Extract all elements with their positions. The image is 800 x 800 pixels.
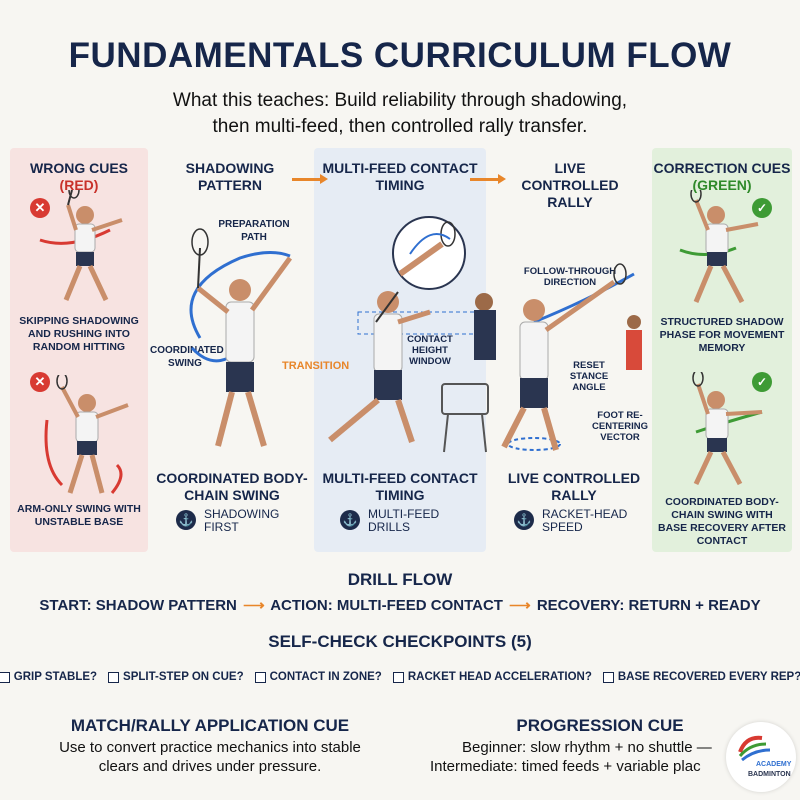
shadowing-header: SHADOWING PATTERN <box>185 160 275 193</box>
live-rally-anchor-label: RACKET-HEAD SPEED <box>542 507 628 534</box>
correct-player-figure-1 <box>679 190 759 304</box>
flow-arrow-1-icon <box>292 174 328 184</box>
correct-caption-1: STRUCTURED SHADOW PHASE FOR MOVEMENT MEM… <box>659 316 785 354</box>
live-rally-anchor-icon: ⚓ <box>514 510 534 530</box>
subtitle-line-2: then multi-feed, then controlled rally t… <box>212 116 588 137</box>
multi-feed-header: MULTI-FEED CONTACT TIMING <box>322 160 478 193</box>
wrong-player-figure-2 <box>44 375 129 494</box>
correction-cues-color-label: (GREEN) <box>692 177 752 193</box>
application-heading: MATCH/RALLY APPLICATION CUE <box>70 716 350 735</box>
checkbox-icon[interactable] <box>602 671 614 683</box>
checkpoint-label: SPLIT-STEP ON CUE? <box>123 671 244 683</box>
multi-feed-anchor-icon: ⚓ <box>340 510 360 530</box>
subtitle-line-1: What this teaches: Build reliability thr… <box>172 90 628 111</box>
checkbox-icon[interactable] <box>392 671 404 683</box>
checkpoint-item[interactable]: CONTACT IN ZONE? <box>254 671 382 683</box>
application-line-2: clears and drives under pressure. <box>98 758 322 775</box>
progression-heading: PROGRESSION CUE <box>516 716 684 735</box>
application-line-1: Use to convert practice mechanics into s… <box>59 739 361 756</box>
wrong-player-figure-1 <box>39 190 123 302</box>
checkpoint-item[interactable]: RACKET HEAD ACCELERATION? <box>392 671 592 683</box>
checkpoint-item[interactable]: SPLIT-STEP ON CUE? <box>108 671 244 683</box>
wrong-caption-1: SKIPPING SHADOWING AND RUSHING INTO RAND… <box>19 315 139 353</box>
checkpoint-item[interactable]: GRIP STABLE? <box>0 671 97 683</box>
checkpoint-label: GRIP STABLE? <box>13 671 98 683</box>
live-rally-header: LIVE CONTROLLED RALLY <box>521 160 619 210</box>
logo-emblem-icon: ACADEMY BADMINTON <box>738 735 792 778</box>
multi-feed-caption: MULTI-FEED CONTACT TIMING <box>322 470 478 503</box>
checkpoints-heading: SELF-CHECK CHECKPOINTS (5) <box>268 632 532 651</box>
checkpoint-label: BASE RECOVERED EVERY REP? <box>617 671 800 683</box>
wrong-cues-color-label: (RED) <box>59 177 99 193</box>
foot-recentering-label: FOOT RE-CENTERING VECTOR <box>592 410 648 443</box>
follow-through-label: FOLLOW-THROUGH DIRECTION <box>523 266 617 288</box>
coordinated-swing-label: COORDINATED SWING <box>150 345 224 369</box>
correction-cues-header: CORRECTION CUES (GREEN) <box>652 160 792 194</box>
wrong-caption-2: ARM-ONLY SWING WITH UNSTABLE BASE <box>17 503 141 528</box>
drill-flow-row: START: SHADOW PATTERN ⟶ ACTION: MULTI-FE… <box>0 596 800 614</box>
multi-feed-player-figure <box>328 291 496 453</box>
wrong-x-icon-2: ✕ <box>30 372 50 392</box>
correction-cues-title: CORRECTION CUES <box>653 160 791 176</box>
live-rally-caption: LIVE CONTROLLED RALLY <box>507 470 641 503</box>
progression-line-1: Beginner: slow rhythm + no shuttle — <box>462 739 712 756</box>
shadowing-anchor-icon: ⚓ <box>176 510 196 530</box>
multi-feed-anchor-label: MULTI-FEED DRILLS <box>368 507 440 534</box>
correct-player-figure-2 <box>692 372 763 486</box>
page-subtitle: What this teaches: Build reliability thr… <box>0 88 800 140</box>
logo-text-2: BADMINTON <box>748 771 791 778</box>
preparation-path-label: PREPARATION PATH <box>218 219 290 243</box>
progression-line-2: Intermediate: timed feeds + variable pla… <box>430 758 701 775</box>
checkpoints-list: GRIP STABLE? SPLIT-STEP ON CUE? CONTACT … <box>0 671 800 683</box>
transition-label: TRANSITION <box>282 360 350 372</box>
correct-check-icon: ✓ <box>752 198 772 218</box>
shadowing-caption: COORDINATED BODY-CHAIN SWING <box>156 470 308 503</box>
contact-zoom-inset <box>392 216 466 290</box>
checkpoint-item[interactable]: BASE RECOVERED EVERY REP? <box>602 671 800 683</box>
wrong-x-icon: ✕ <box>30 198 50 218</box>
logo-text-1: ACADEMY <box>756 761 792 768</box>
checkbox-icon[interactable] <box>108 671 120 683</box>
checkpoint-label: RACKET HEAD ACCELERATION? <box>407 671 592 683</box>
flow-arrow-icon-2: ⟶ <box>509 597 531 614</box>
drill-flow-start: START: SHADOW PATTERN <box>39 597 237 614</box>
correct-check-icon-2: ✓ <box>752 372 772 392</box>
flow-arrow-2-icon <box>470 174 506 184</box>
reset-stance-label: RESET STANCE ANGLE <box>569 360 609 393</box>
shadowing-anchor-label: SHADOWING FIRST <box>204 507 280 534</box>
drill-flow-action: ACTION: MULTI-FEED CONTACT <box>270 597 503 614</box>
checkpoint-label: CONTACT IN ZONE? <box>269 671 382 683</box>
academy-logo: ACADEMY BADMINTON <box>726 722 796 792</box>
wrong-cues-header: WRONG CUES (RED) <box>10 160 148 194</box>
contact-height-label: CONTACT HEIGHT WINDOW <box>407 334 453 367</box>
checkbox-icon[interactable] <box>254 671 266 683</box>
application-text: Use to convert practice mechanics into s… <box>20 738 400 776</box>
shadowing-player-figure <box>189 228 293 447</box>
drill-flow-recovery: RECOVERY: RETURN + READY <box>536 597 761 614</box>
wrong-cues-title: WRONG CUES <box>30 160 128 176</box>
live-rally-player-figure <box>501 263 642 451</box>
page-title: FUNDAMENTALS CURRICULUM FLOW <box>68 36 732 75</box>
drill-flow-heading: DRILL FLOW <box>347 570 453 589</box>
checkbox-icon[interactable] <box>0 671 10 683</box>
flow-arrow-icon: ⟶ <box>243 597 265 614</box>
correct-caption-2: COORDINATED BODY-CHAIN SWING WITH BASE R… <box>658 496 786 547</box>
progression-text: Beginner: slow rhythm + no shuttle — Int… <box>428 738 728 776</box>
